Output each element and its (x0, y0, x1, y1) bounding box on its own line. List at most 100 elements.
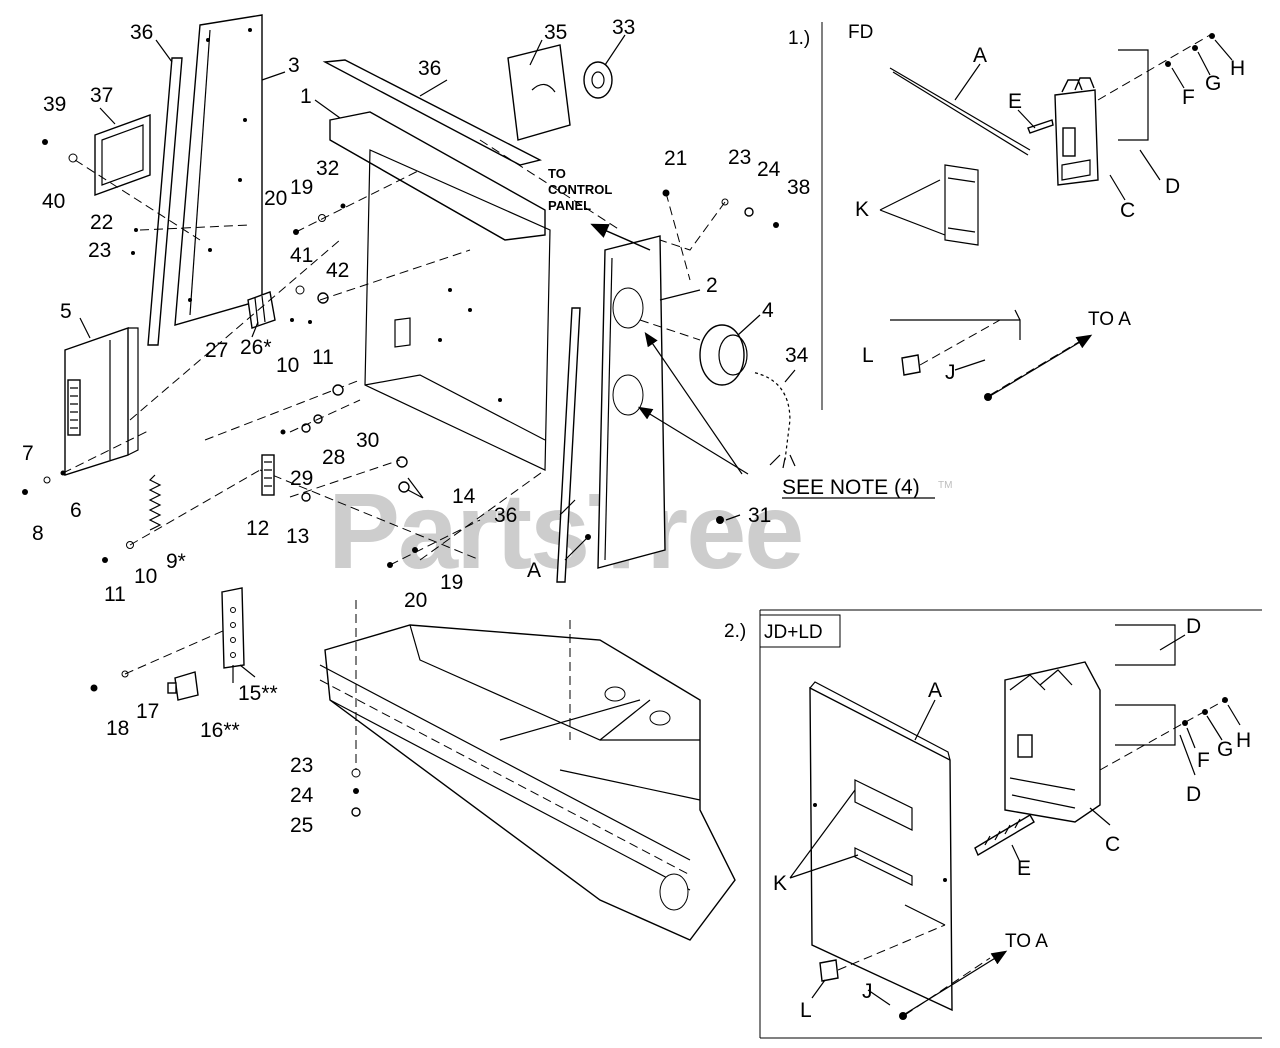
inset-jdld-number: 2.) (724, 621, 746, 642)
callout-leaders (79, 34, 796, 683)
cable-34 (751, 370, 796, 469)
fd-callout-K: K (855, 198, 869, 221)
callout-23-left: 23 (88, 239, 111, 262)
cover-37 (94, 114, 151, 196)
inset-jdld-drawing (809, 624, 1228, 1020)
callout-20-upper: 20 (264, 187, 287, 210)
mount-strip-15 (221, 587, 245, 669)
callout-38: 38 (787, 176, 810, 199)
jdld-callout-C: C (1105, 833, 1120, 856)
inset-jdld-title-box (759, 614, 841, 648)
control-panel-note-line-3: PANEL (548, 198, 591, 213)
callout-36-top-left: 36 (130, 21, 153, 44)
callout-39: 39 (43, 93, 66, 116)
callout-12: 12 (246, 517, 269, 540)
callout-11-lower: 11 (104, 583, 126, 606)
base-frame (319, 624, 736, 941)
inset-fd-number: 1.) (788, 28, 810, 49)
coil-9 (148, 474, 162, 531)
callout-17: 17 (136, 700, 159, 723)
trademark-mark: TM (938, 480, 952, 491)
fd-callout-F: F (1182, 86, 1195, 109)
see-note-label: SEE NOTE (4) (782, 476, 920, 499)
callout-15: 15** (238, 682, 278, 705)
grommet-4 (699, 324, 748, 386)
callout-6: 6 (70, 499, 82, 522)
main-callouts: 1 2 3 4 5 6 7 8 9* 10 10 11 11 12 13 14 … (22, 16, 810, 837)
fd-callout-G: G (1205, 72, 1221, 95)
callout-34: 34 (785, 344, 809, 367)
callout-11-upper: 11 (312, 346, 334, 369)
callout-2: 2 (706, 274, 718, 297)
jdld-callout-A: A (928, 679, 942, 702)
callout-23-base: 23 (290, 754, 313, 777)
callout-9: 9* (166, 550, 186, 573)
callout-40: 40 (42, 190, 65, 213)
end-panel-2 (597, 235, 666, 569)
callout-25: 25 (290, 814, 313, 837)
callout-3: 3 (288, 54, 300, 77)
callout-41: 41 (290, 244, 313, 267)
inset-fd-to-a-arrow (989, 334, 1093, 397)
fd-callout-A: A (973, 44, 987, 67)
fd-callout-E: E (1008, 90, 1022, 113)
inset-jdld-to-a: TO A (1005, 931, 1048, 952)
callout-8: 8 (32, 522, 44, 545)
jdld-callout-E: E (1017, 857, 1031, 880)
callout-16: 16** (200, 719, 240, 742)
callout-4: 4 (762, 299, 774, 322)
callout-28: 28 (322, 446, 345, 469)
jdld-callout-K: K (773, 872, 787, 895)
callout-42: 42 (326, 259, 349, 282)
top-rail-36 (322, 59, 542, 166)
callout-13: 13 (286, 525, 309, 548)
inset-fd-leaders (879, 39, 1233, 371)
callout-36-lower: 36 (494, 504, 517, 527)
control-panel-arrow (590, 223, 651, 251)
callout-19-upper: 19 (290, 176, 313, 199)
callout-37: 37 (90, 84, 113, 107)
hardware-fasteners (22, 139, 779, 817)
callout-21: 21 (664, 147, 687, 170)
control-panel-note-line-1: TO (548, 166, 566, 181)
terminal-bracket-5 (64, 327, 139, 476)
callout-20-lower: 20 (404, 589, 427, 612)
callout-31: 31 (748, 504, 771, 527)
top-channel-1 (329, 111, 546, 241)
callout-30: 30 (356, 429, 379, 452)
callout-27: 27 (205, 339, 228, 362)
strip-36-right (556, 307, 581, 583)
callout-1: 1 (300, 85, 312, 108)
callout-24-base: 24 (290, 784, 314, 807)
callout-29: 29 (290, 467, 313, 490)
callout-22: 22 (90, 211, 113, 234)
bushing-33 (583, 61, 613, 99)
enclosure-box (204, 149, 551, 561)
inset-jdld-to-a-arrow (904, 950, 1008, 1015)
callout-19-lower: 19 (440, 571, 463, 594)
jdld-callout-D-top: D (1186, 615, 1201, 638)
inset-fd-drawing (889, 33, 1215, 401)
inset-jdld-callouts: A C D D E F G H J K L (773, 615, 1251, 1022)
jdld-callout-D-lower: D (1186, 783, 1201, 806)
callout-18: 18 (106, 717, 129, 740)
callout-7: 7 (22, 442, 34, 465)
inset-fd-title: FD (848, 22, 873, 43)
callout-24-right: 24 (757, 158, 781, 181)
callout-14: 14 (452, 485, 476, 508)
callout-36-top: 36 (418, 57, 441, 80)
fd-callout-H: H (1230, 57, 1245, 80)
callout-26: 26* (240, 336, 272, 359)
see-note-leaders (637, 332, 749, 475)
strip-36-left (147, 57, 183, 346)
callout-32: 32 (316, 157, 339, 180)
side-panel-3 (174, 14, 263, 326)
fd-callout-L: L (862, 344, 874, 367)
callout-5: 5 (60, 300, 72, 323)
callout-A-main: A (527, 559, 541, 582)
fd-callout-C: C (1120, 199, 1135, 222)
jdld-callout-H: H (1236, 729, 1251, 752)
inset-jdld-title: JD+LD (764, 622, 823, 643)
bracket-35 (507, 44, 571, 141)
